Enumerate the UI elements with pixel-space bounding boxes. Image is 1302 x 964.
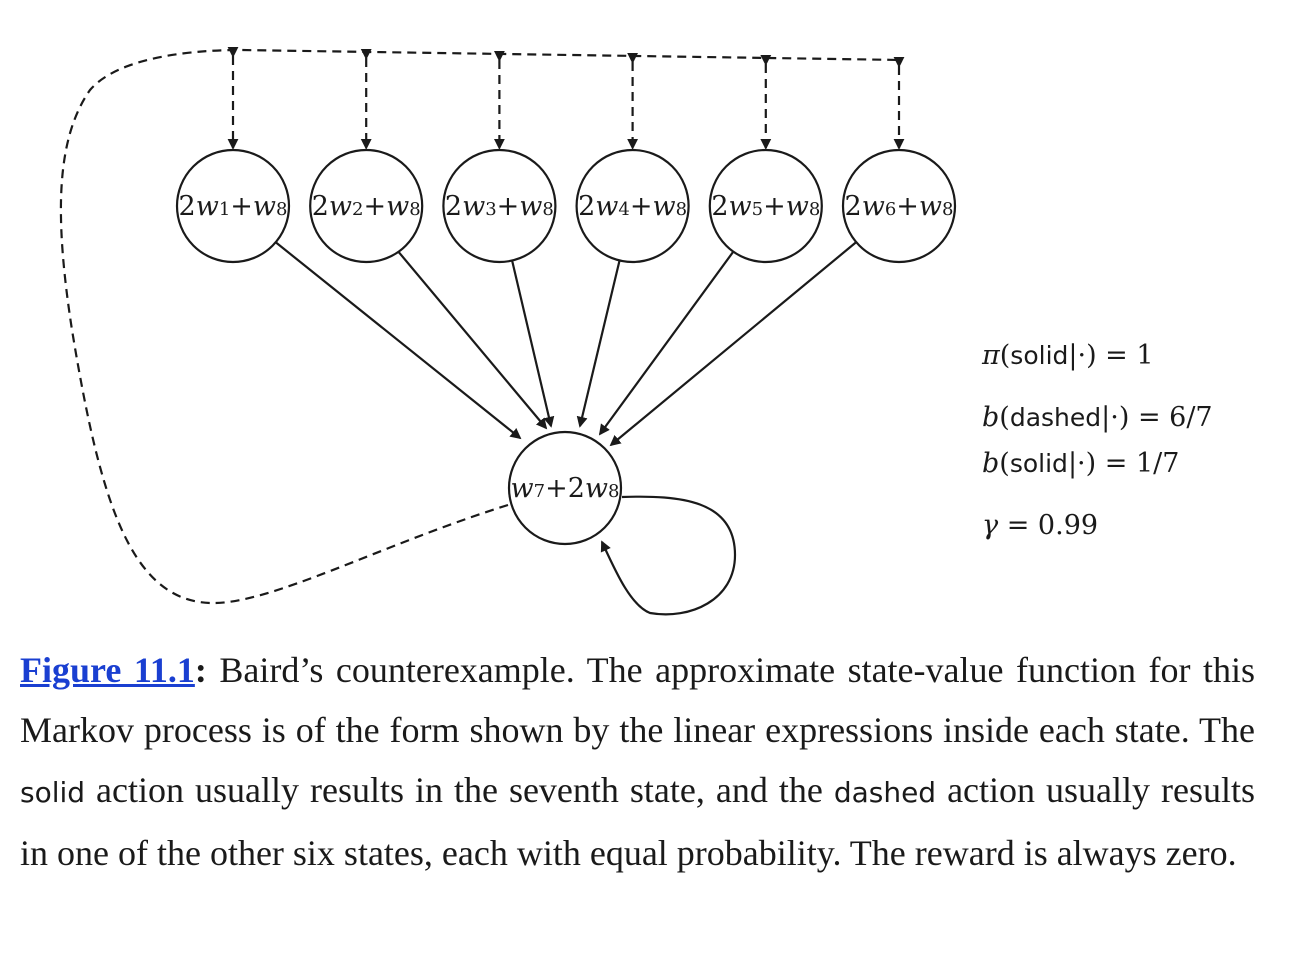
- solid-arrow-6: [609, 241, 857, 447]
- solid-action-arrows: [274, 241, 857, 447]
- dashed-return-loop: [59, 48, 903, 605]
- solid-arrow-2: [397, 251, 548, 430]
- state-node-1: 2w1+w8: [175, 148, 291, 264]
- center-state-node: w7+2w8: [507, 430, 623, 546]
- parameter-list: π(solid|·) = 1 b(dashed|·) = 6/7 b(solid…: [981, 340, 1213, 541]
- solid-arrow-5: [598, 250, 735, 436]
- state-node-label: 2w6+w8: [845, 191, 954, 222]
- gamma-param: γ = 0.99: [982, 510, 1098, 541]
- state-node-2: 2w2+w8: [309, 148, 424, 264]
- b-dashed-param: b(dashed|·) = 6/7: [982, 402, 1213, 433]
- state-node-3: 2w3+w8: [442, 148, 557, 264]
- pi-solid-param: π(solid|·) = 1: [981, 340, 1154, 371]
- state-node-4: 2w4+w8: [575, 148, 690, 264]
- solid-arrow-4: [576, 260, 621, 428]
- solid-self-loop: [600, 495, 737, 616]
- solid-arrow-3: [511, 260, 555, 428]
- svg-text:w7+2w8: w7+2w8: [511, 473, 620, 504]
- state-node-6: 2w6+w8: [841, 148, 957, 264]
- state-node-label: 2w2+w8: [312, 191, 421, 222]
- dashed-action-arrows: [227, 46, 905, 150]
- state-node-5: 2w5+w8: [708, 148, 823, 264]
- state-node-label: 2w3+w8: [445, 191, 554, 222]
- solid-arrow-1: [274, 241, 522, 440]
- b-solid-param: b(solid|·) = 1/7: [982, 448, 1179, 479]
- bairds-counterexample-diagram: 2w1+w8 2w2+w8 2w3+w8 2w4+w8 2w5+w8 2w6+w8 w7+…: [59, 46, 1213, 616]
- state-node-label: 2w5+w8: [711, 191, 820, 222]
- state-node-label: 2w4+w8: [578, 191, 687, 222]
- figure-reference-link[interactable]: Figure 11.1: [20, 650, 195, 690]
- dashed-action-label: dashed: [833, 776, 937, 809]
- figure-caption: Figure 11.1: Baird’s counterexample. The…: [20, 650, 1255, 873]
- state-node-label: 2w1+w8: [179, 191, 288, 222]
- solid-action-label: solid: [20, 776, 86, 809]
